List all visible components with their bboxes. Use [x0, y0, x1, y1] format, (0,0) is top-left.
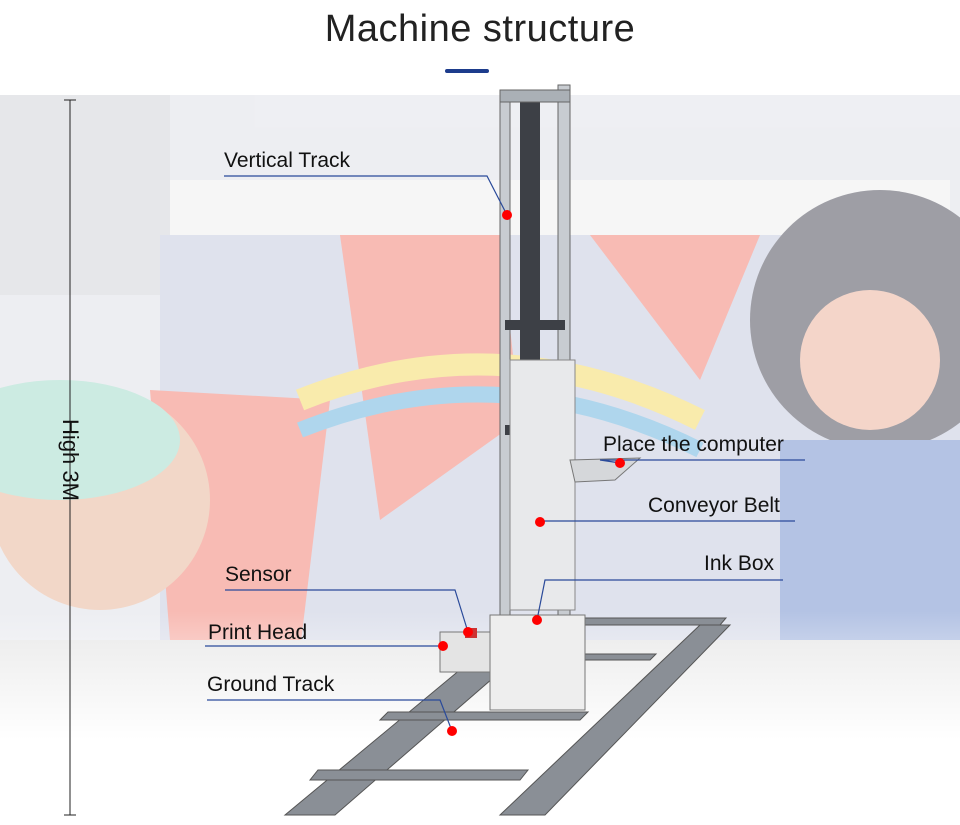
label-ink-box: Ink Box	[704, 552, 775, 575]
marker-print-head	[438, 641, 448, 651]
label-sensor: Sensor	[225, 563, 292, 586]
title-underline	[445, 69, 489, 73]
label-print-head: Print Head	[208, 621, 308, 644]
marker-place-computer	[615, 458, 625, 468]
label-ground-track: Ground Track	[207, 673, 335, 696]
marker-dots	[438, 210, 625, 736]
marker-vertical-track	[502, 210, 512, 220]
print-carriage	[439, 614, 586, 711]
label-conveyor-belt: Conveyor Belt	[648, 494, 780, 517]
label-place-computer: Place the computer	[603, 433, 784, 456]
page-title: Machine structure	[324, 8, 636, 50]
marker-ink-box	[532, 615, 542, 625]
marker-ground-track	[447, 726, 457, 736]
marker-conveyor-belt	[535, 517, 545, 527]
vertical-track	[499, 84, 576, 621]
marker-sensor	[463, 627, 473, 637]
height-label: High 3M	[58, 419, 83, 501]
leader-lines	[205, 175, 805, 732]
label-vertical-track: Vertical Track	[224, 149, 351, 172]
